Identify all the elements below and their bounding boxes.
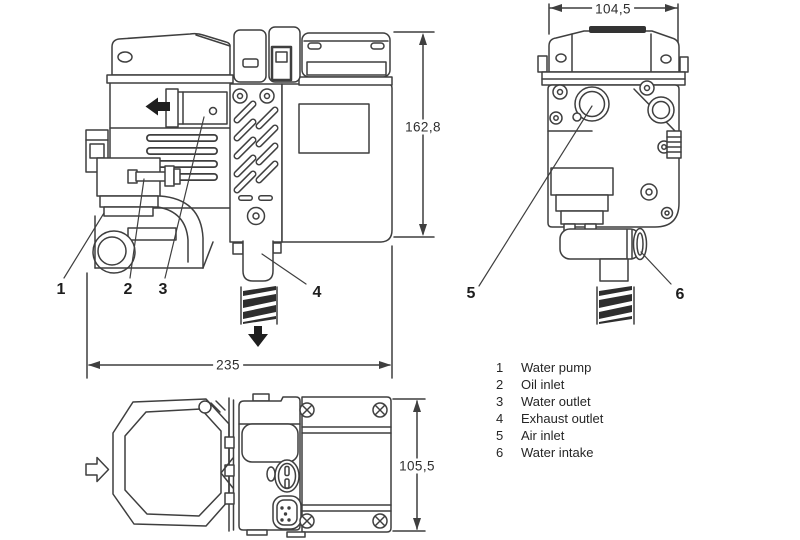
- exhaust-flex-corrugation: [243, 286, 276, 324]
- side-leader-lines: [478, 105, 672, 287]
- legend-item: 4 Exhaust outlet: [496, 410, 603, 427]
- electrical-connectors: [266, 459, 302, 530]
- legend-item-label: Water outlet: [521, 394, 591, 409]
- airflow-right-arrow-icon: [85, 456, 110, 483]
- legend-item-number: 3: [496, 394, 504, 409]
- side-view-drawing: [478, 3, 689, 325]
- front-leader-lines: [63, 116, 307, 285]
- water-intake-drawing: [559, 227, 648, 261]
- legend-item-label: Oil inlet: [521, 377, 565, 392]
- dim-label-front-height: 162,8: [402, 119, 444, 135]
- legend-item-label: Water pump: [521, 360, 592, 375]
- legend-item-number: 2: [496, 377, 504, 392]
- dim-front-height: [393, 31, 435, 238]
- legend-item-label: Water intake: [521, 445, 594, 460]
- nameplate: [298, 103, 370, 154]
- dim-label-top-depth: 105,5: [396, 458, 438, 474]
- legend-item: 6 Water intake: [496, 444, 603, 461]
- water-pump-drawing: [85, 129, 204, 274]
- legend-item: 3 Water outlet: [496, 393, 603, 410]
- legend-item-number: 6: [496, 445, 504, 460]
- dim-label-side-width: 104,5: [592, 1, 634, 17]
- callout-5-air-inlet: 5: [465, 285, 477, 303]
- dim-label-front-width: 235: [213, 357, 243, 373]
- side-exhaust-flex-corrugation: [599, 286, 632, 324]
- flow-left-arrow-icon: [145, 97, 170, 116]
- callout-6-water-intake: 6: [674, 286, 686, 304]
- legend-item-label: Exhaust outlet: [521, 411, 604, 426]
- legend-item: 2 Oil inlet: [496, 376, 603, 393]
- legend-item-number: 5: [496, 428, 504, 443]
- callout-2-oil-inlet: 2: [122, 281, 134, 299]
- oil-inlet-drawing: [127, 165, 181, 187]
- callout-4-exhaust-outlet: 4: [311, 284, 323, 302]
- top-view-drawing: [85, 393, 426, 538]
- callout-3-water-outlet: 3: [157, 281, 169, 299]
- legend-item: 1 Water pump: [496, 359, 603, 376]
- legend-item: 5 Air inlet: [496, 427, 603, 444]
- legend-item-number: 4: [496, 411, 504, 426]
- parts-legend: 1 Water pump 2 Oil inlet 3 Water outlet …: [496, 359, 603, 461]
- callout-1-water-pump: 1: [55, 281, 67, 299]
- water-outlet-pipe: [165, 88, 228, 128]
- cover-screws: [299, 402, 388, 529]
- exhaust-outlet-drawing: [232, 240, 282, 347]
- front-view-drawing: [63, 26, 393, 347]
- exhaust-down-arrow-icon: [248, 326, 268, 347]
- legend-item-label: Air inlet: [521, 428, 565, 443]
- legend-item-number: 1: [496, 360, 504, 375]
- vent-slots: [233, 100, 279, 201]
